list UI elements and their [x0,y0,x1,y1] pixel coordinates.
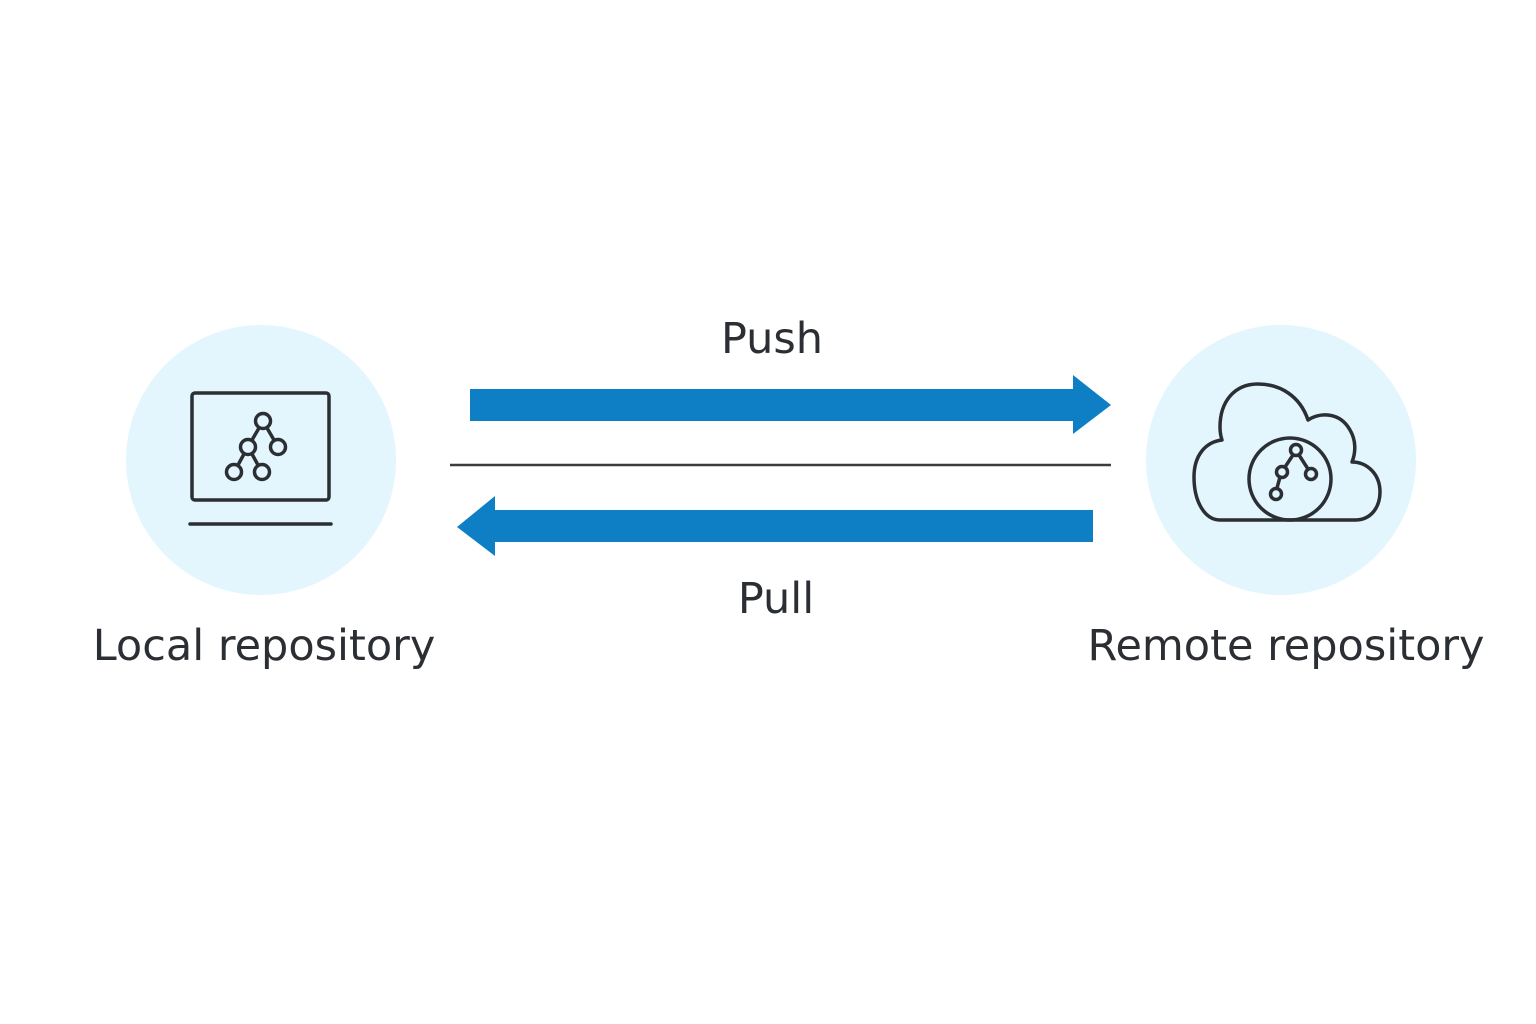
push-arrow [470,375,1111,434]
local-repo-label: Local repository [92,621,436,671]
local-repo-circle [126,325,396,595]
remote-repo-circle [1146,325,1416,595]
push-label: Push [720,314,824,364]
cloud-git-icon [1192,382,1382,522]
laptop-git-icon [188,391,333,526]
pull-label: Pull [737,574,815,624]
pull-arrow [457,496,1093,556]
remote-repo-label: Remote repository [1087,621,1485,671]
